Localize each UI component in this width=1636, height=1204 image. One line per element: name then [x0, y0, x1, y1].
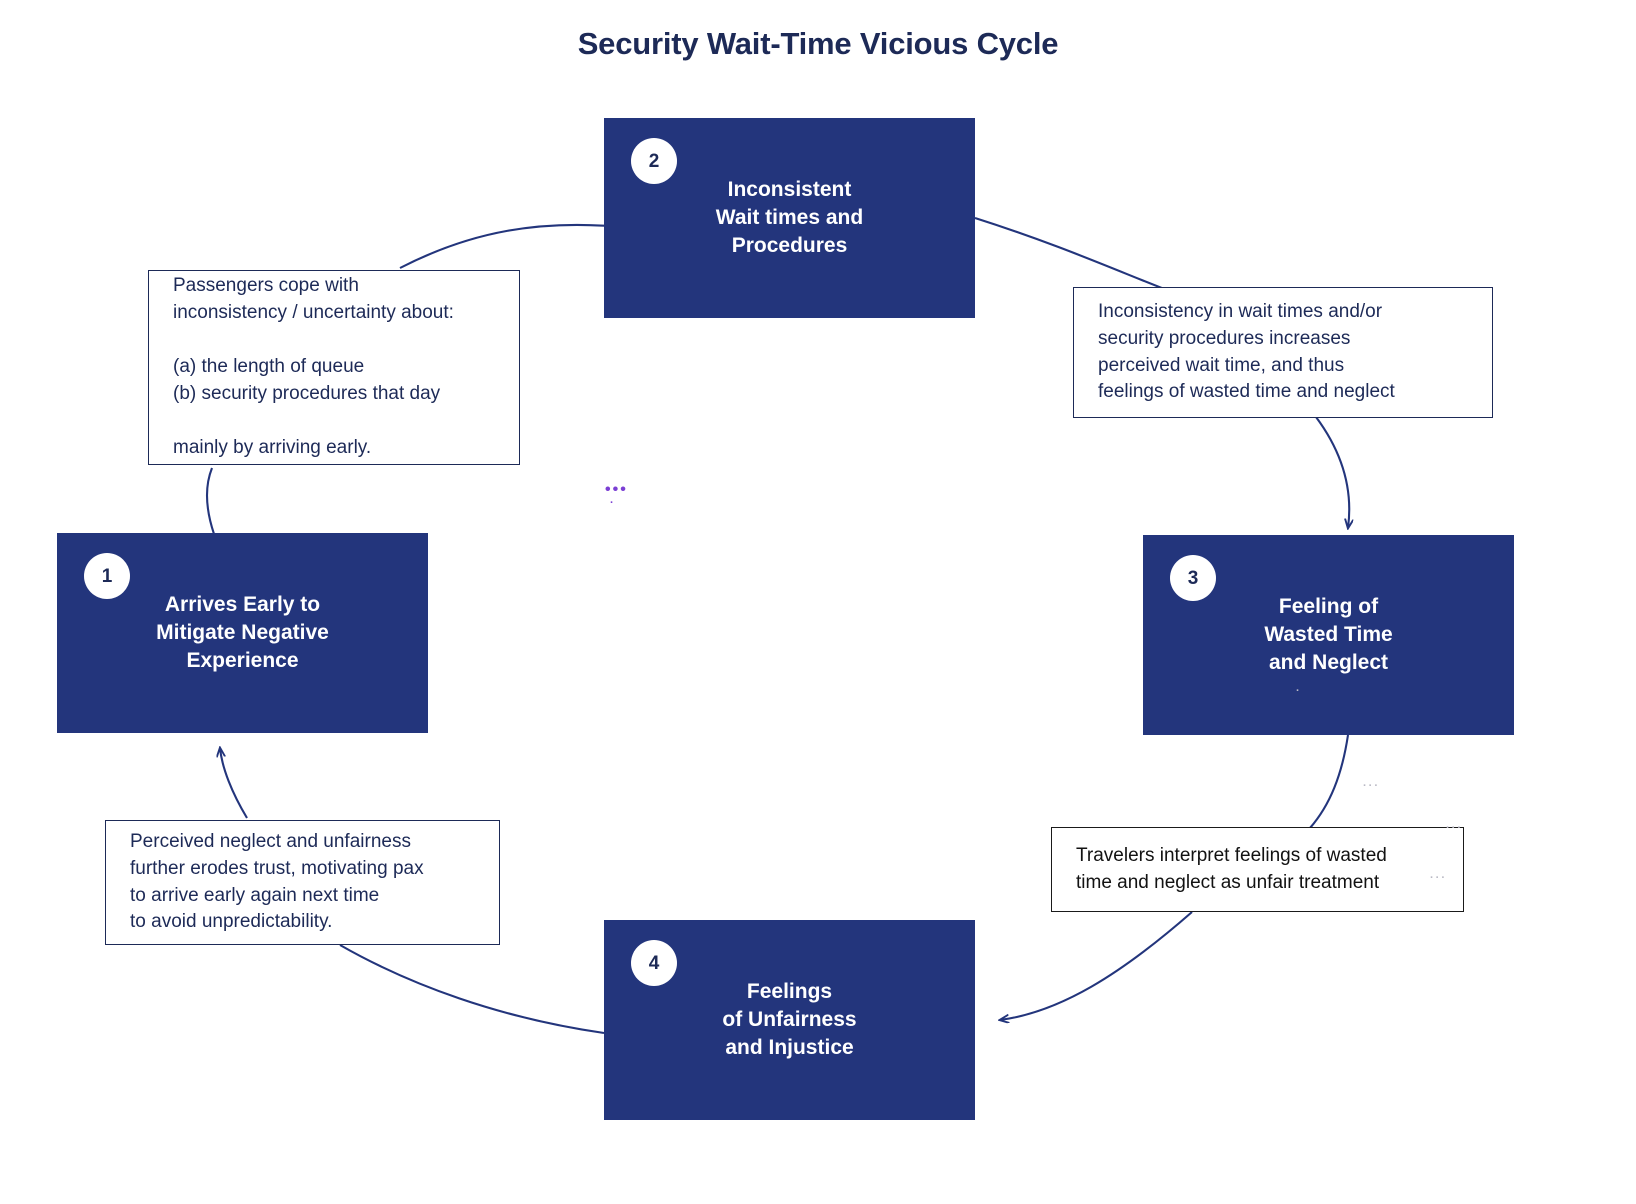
- node-1-badge: 1: [84, 553, 130, 599]
- note-passengers-cope-text: Passengers cope with inconsistency / unc…: [173, 275, 454, 458]
- arrow-node4-to-note-bottomleft: [339, 944, 605, 1035]
- arrow-note-bottomright-to-node4: [1000, 911, 1193, 1020]
- note-travelers-interpret-unfair-treatment: Travelers interpret feelings of wasted t…: [1051, 827, 1464, 912]
- arrow-note-topleft-to-node2: [399, 225, 632, 269]
- node-arrives-early[interactable]: 1 Arrives Early to Mitigate Negative Exp…: [57, 533, 428, 733]
- note-inconsistency-increases-perceived-wait: Inconsistency in wait times and/or secur…: [1073, 287, 1493, 418]
- page-title: Security Wait-Time Vicious Cycle: [577, 26, 1059, 61]
- node-1-label: Arrives Early to Mitigate Negative Exper…: [156, 593, 329, 672]
- note-inconsistency-text: Inconsistency in wait times and/or secur…: [1098, 300, 1395, 403]
- arrow-note-topright-to-node3: [1315, 416, 1349, 528]
- mark-node3-lower-dot-icon: ·: [1296, 685, 1302, 697]
- node-4-badge: 4: [631, 940, 677, 986]
- note-travelers-interpret-text: Travelers interpret feelings of wasted t…: [1076, 844, 1387, 893]
- node-feelings-of-unfairness[interactable]: 4 Feelings of Unfairness and Injustice: [604, 920, 975, 1120]
- note-perceived-neglect-text: Perceived neglect and unfairness further…: [130, 830, 424, 933]
- mark-right-upper-ellipsis-icon: ···: [1363, 780, 1380, 792]
- node-feeling-of-wasted-time[interactable]: 3 Feeling of Wasted Time and Neglect: [1143, 535, 1514, 735]
- mark-center-ellipsis-icon: •••: [605, 481, 628, 498]
- node-4-label: Feelings of Unfairness and Injustice: [722, 980, 857, 1059]
- arrow-node2-to-note-topright: [974, 216, 1173, 293]
- note-perceived-neglect-erodes-trust: Perceived neglect and unfairness further…: [105, 820, 500, 945]
- node-3-badge: 3: [1170, 555, 1216, 601]
- node-2-label: Inconsistent Wait times and Procedures: [715, 178, 864, 257]
- mark-right-note-top-ellipsis-icon: ···: [1446, 822, 1463, 834]
- note-passengers-cope: Passengers cope with inconsistency / unc…: [148, 270, 520, 465]
- arrow-node1-to-note-topleft: [205, 467, 215, 535]
- node-inconsistent-wait-times[interactable]: 2 Inconsistent Wait times and Procedures: [604, 118, 975, 318]
- arrow-node3-to-note-bottomright: [1309, 734, 1350, 829]
- arrow-note-bottomleft-to-node1: [220, 748, 248, 819]
- node-2-badge: 2: [631, 138, 677, 184]
- node-3-label: Feeling of Wasted Time and Neglect: [1264, 595, 1393, 674]
- mark-right-note-mid-ellipsis-icon: ···: [1430, 872, 1447, 884]
- mark-center-dot-icon: ·: [610, 497, 616, 509]
